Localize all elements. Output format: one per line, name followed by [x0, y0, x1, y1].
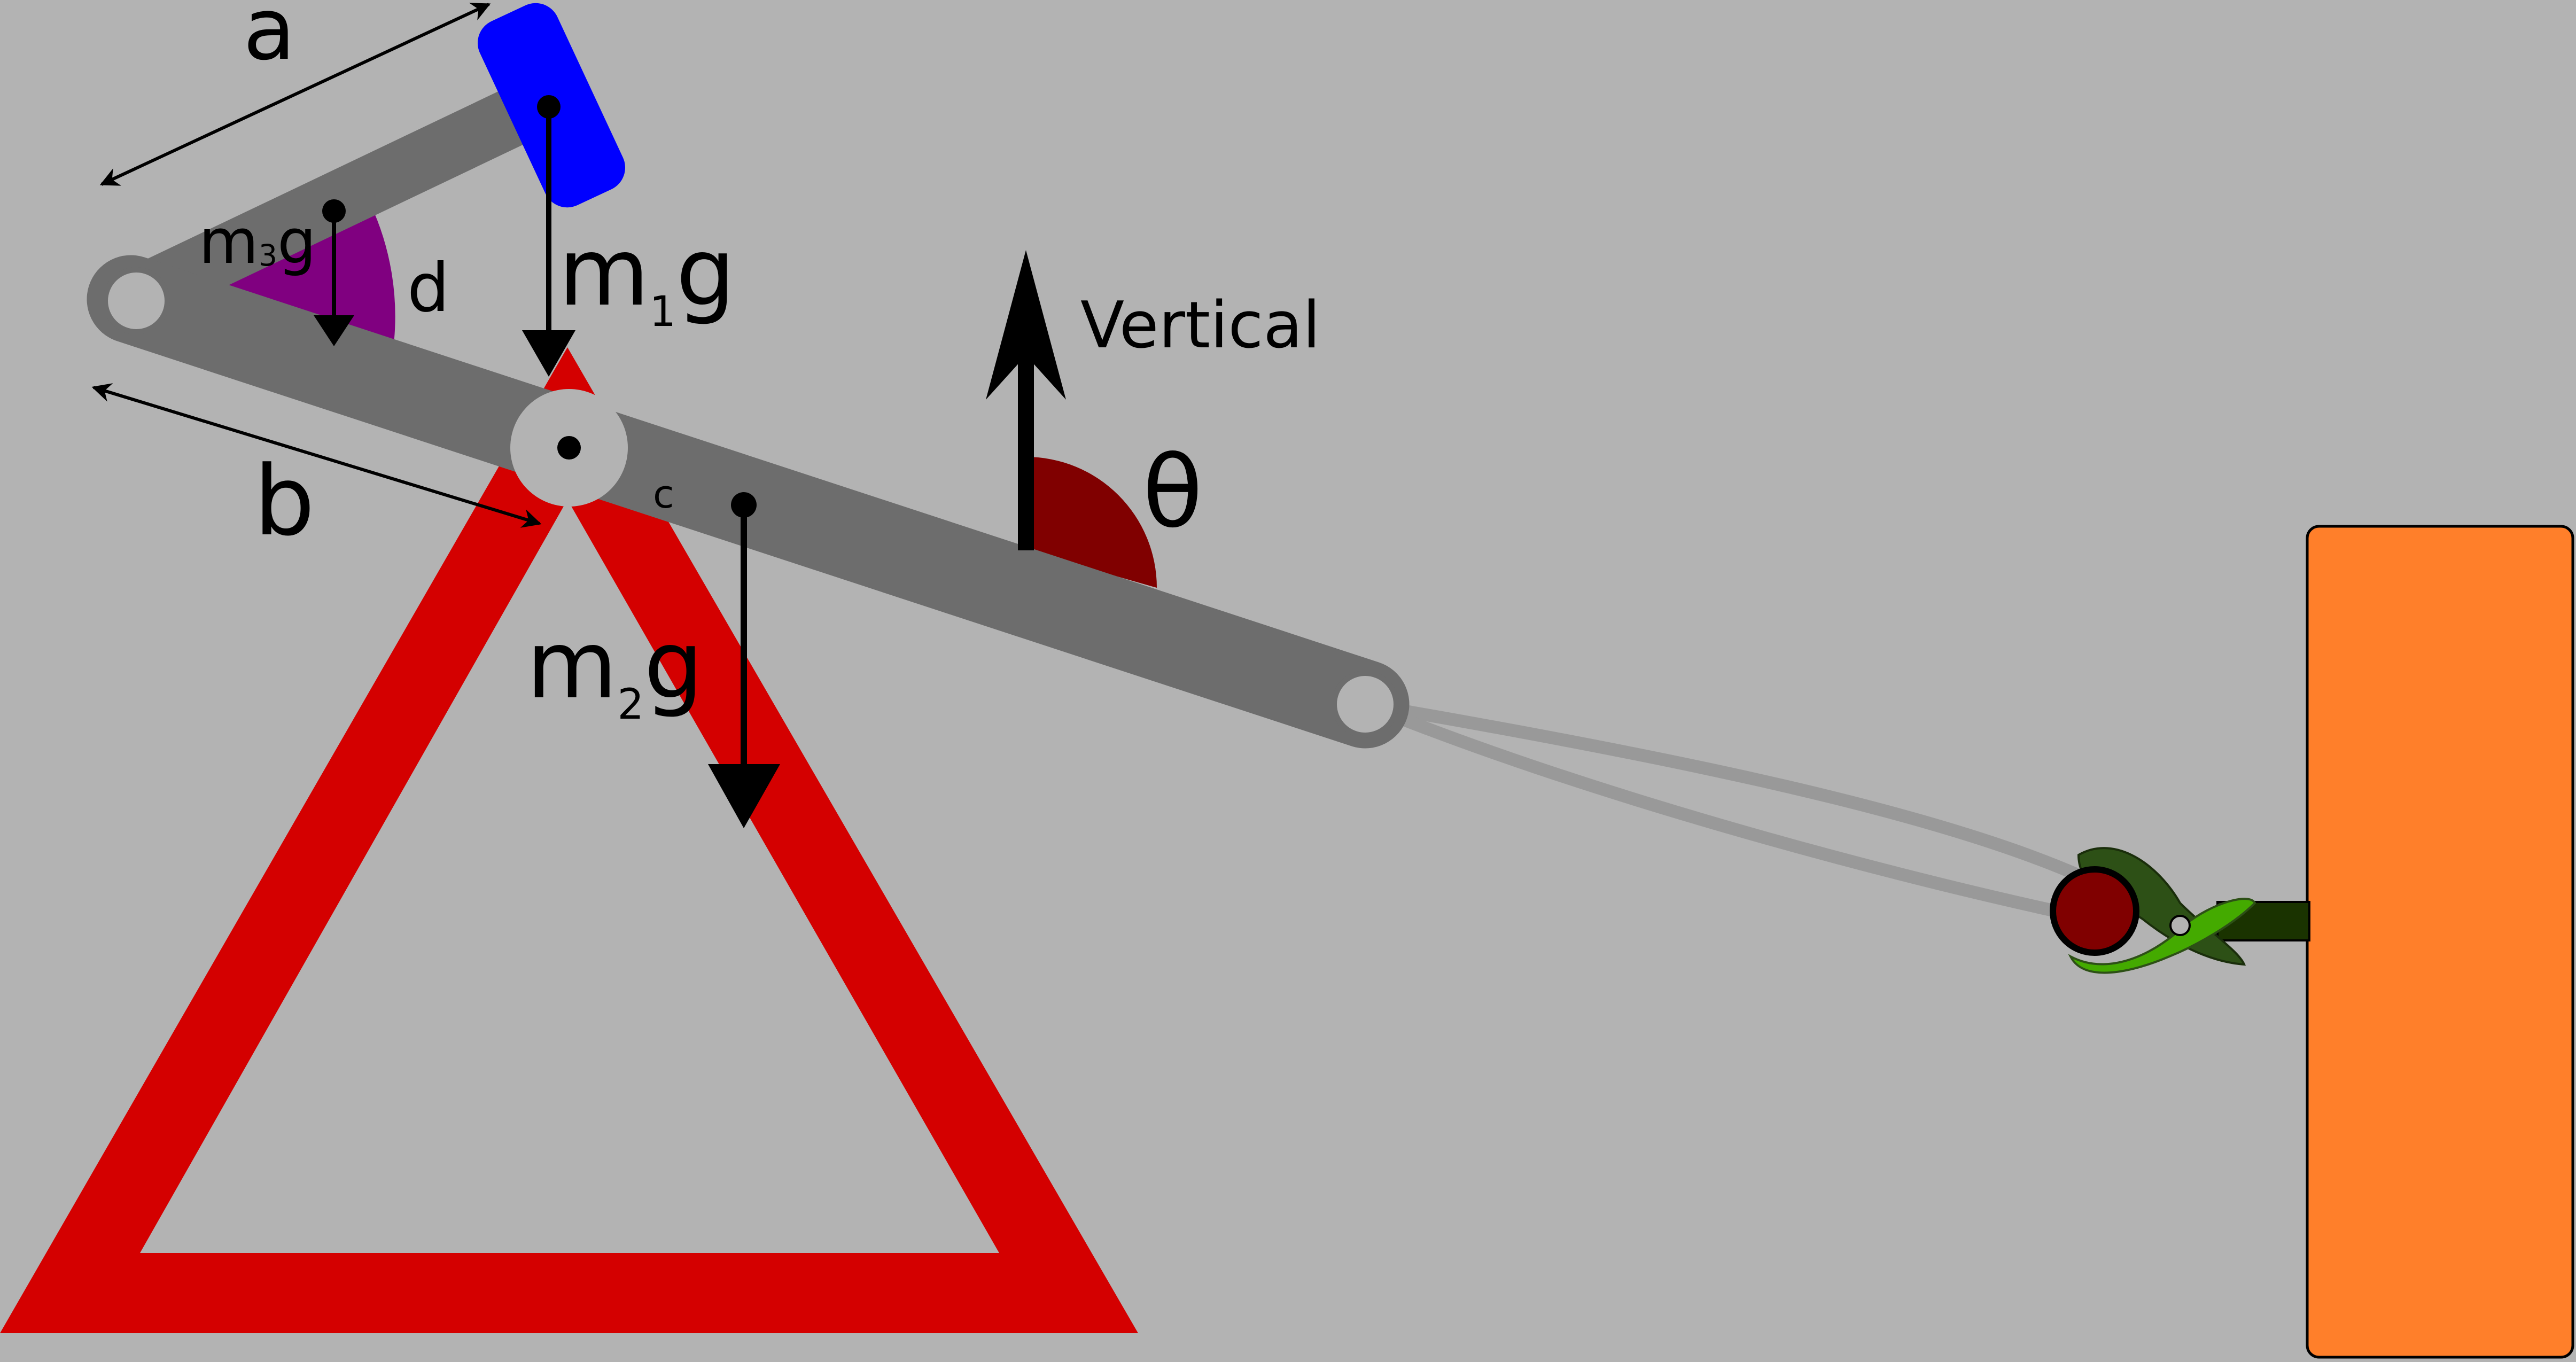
sling-pivot: [1332, 671, 1399, 738]
trigger-hinge: [2169, 915, 2191, 936]
label-m3g: m3g: [199, 206, 316, 278]
sling: [1359, 698, 2085, 920]
m2-force-arrowhead: [708, 764, 780, 828]
vertical-reference-arrowhead: [986, 250, 1066, 400]
d-angle-arc: [136, 200, 395, 353]
support-frame-triangle: [0, 347, 1138, 1333]
label-b: b: [254, 446, 315, 557]
trigger-jaw-light: [2068, 898, 2256, 974]
label-a: a: [243, 0, 295, 79]
m2-subscript: 2: [617, 681, 644, 729]
m3-force-arrowhead: [314, 315, 354, 346]
m3-g: g: [277, 206, 316, 278]
m1-g: g: [676, 219, 735, 327]
label-c: c: [653, 472, 674, 517]
label-m2g: m2g: [526, 611, 703, 729]
m1-base: m: [558, 219, 649, 327]
m2-base: m: [526, 611, 617, 720]
dimension-a-arrow: [99, 3, 491, 186]
label-vertical: Vertical: [1080, 289, 1320, 363]
label-m1g: m1g: [558, 219, 735, 336]
target-wall: [2306, 525, 2574, 1359]
sling-lower-cord: [1359, 698, 2074, 920]
label-theta: θ: [1142, 434, 1203, 550]
m1-subscript: 1: [649, 288, 676, 336]
m3-base: m: [199, 206, 259, 278]
m1-force-arrowhead: [522, 330, 575, 377]
theta-angle-arc: [1026, 457, 1157, 588]
label-d: d: [407, 250, 449, 327]
fulcrum-center-dot: [557, 436, 581, 460]
dimension-b-arrow: [91, 383, 542, 528]
sling-upper-cord: [1359, 698, 2085, 882]
beam-end-pivot: [103, 267, 170, 334]
m2-g: g: [644, 611, 703, 720]
m3-subscript: 3: [259, 238, 277, 273]
release-ball: [2050, 866, 2139, 956]
